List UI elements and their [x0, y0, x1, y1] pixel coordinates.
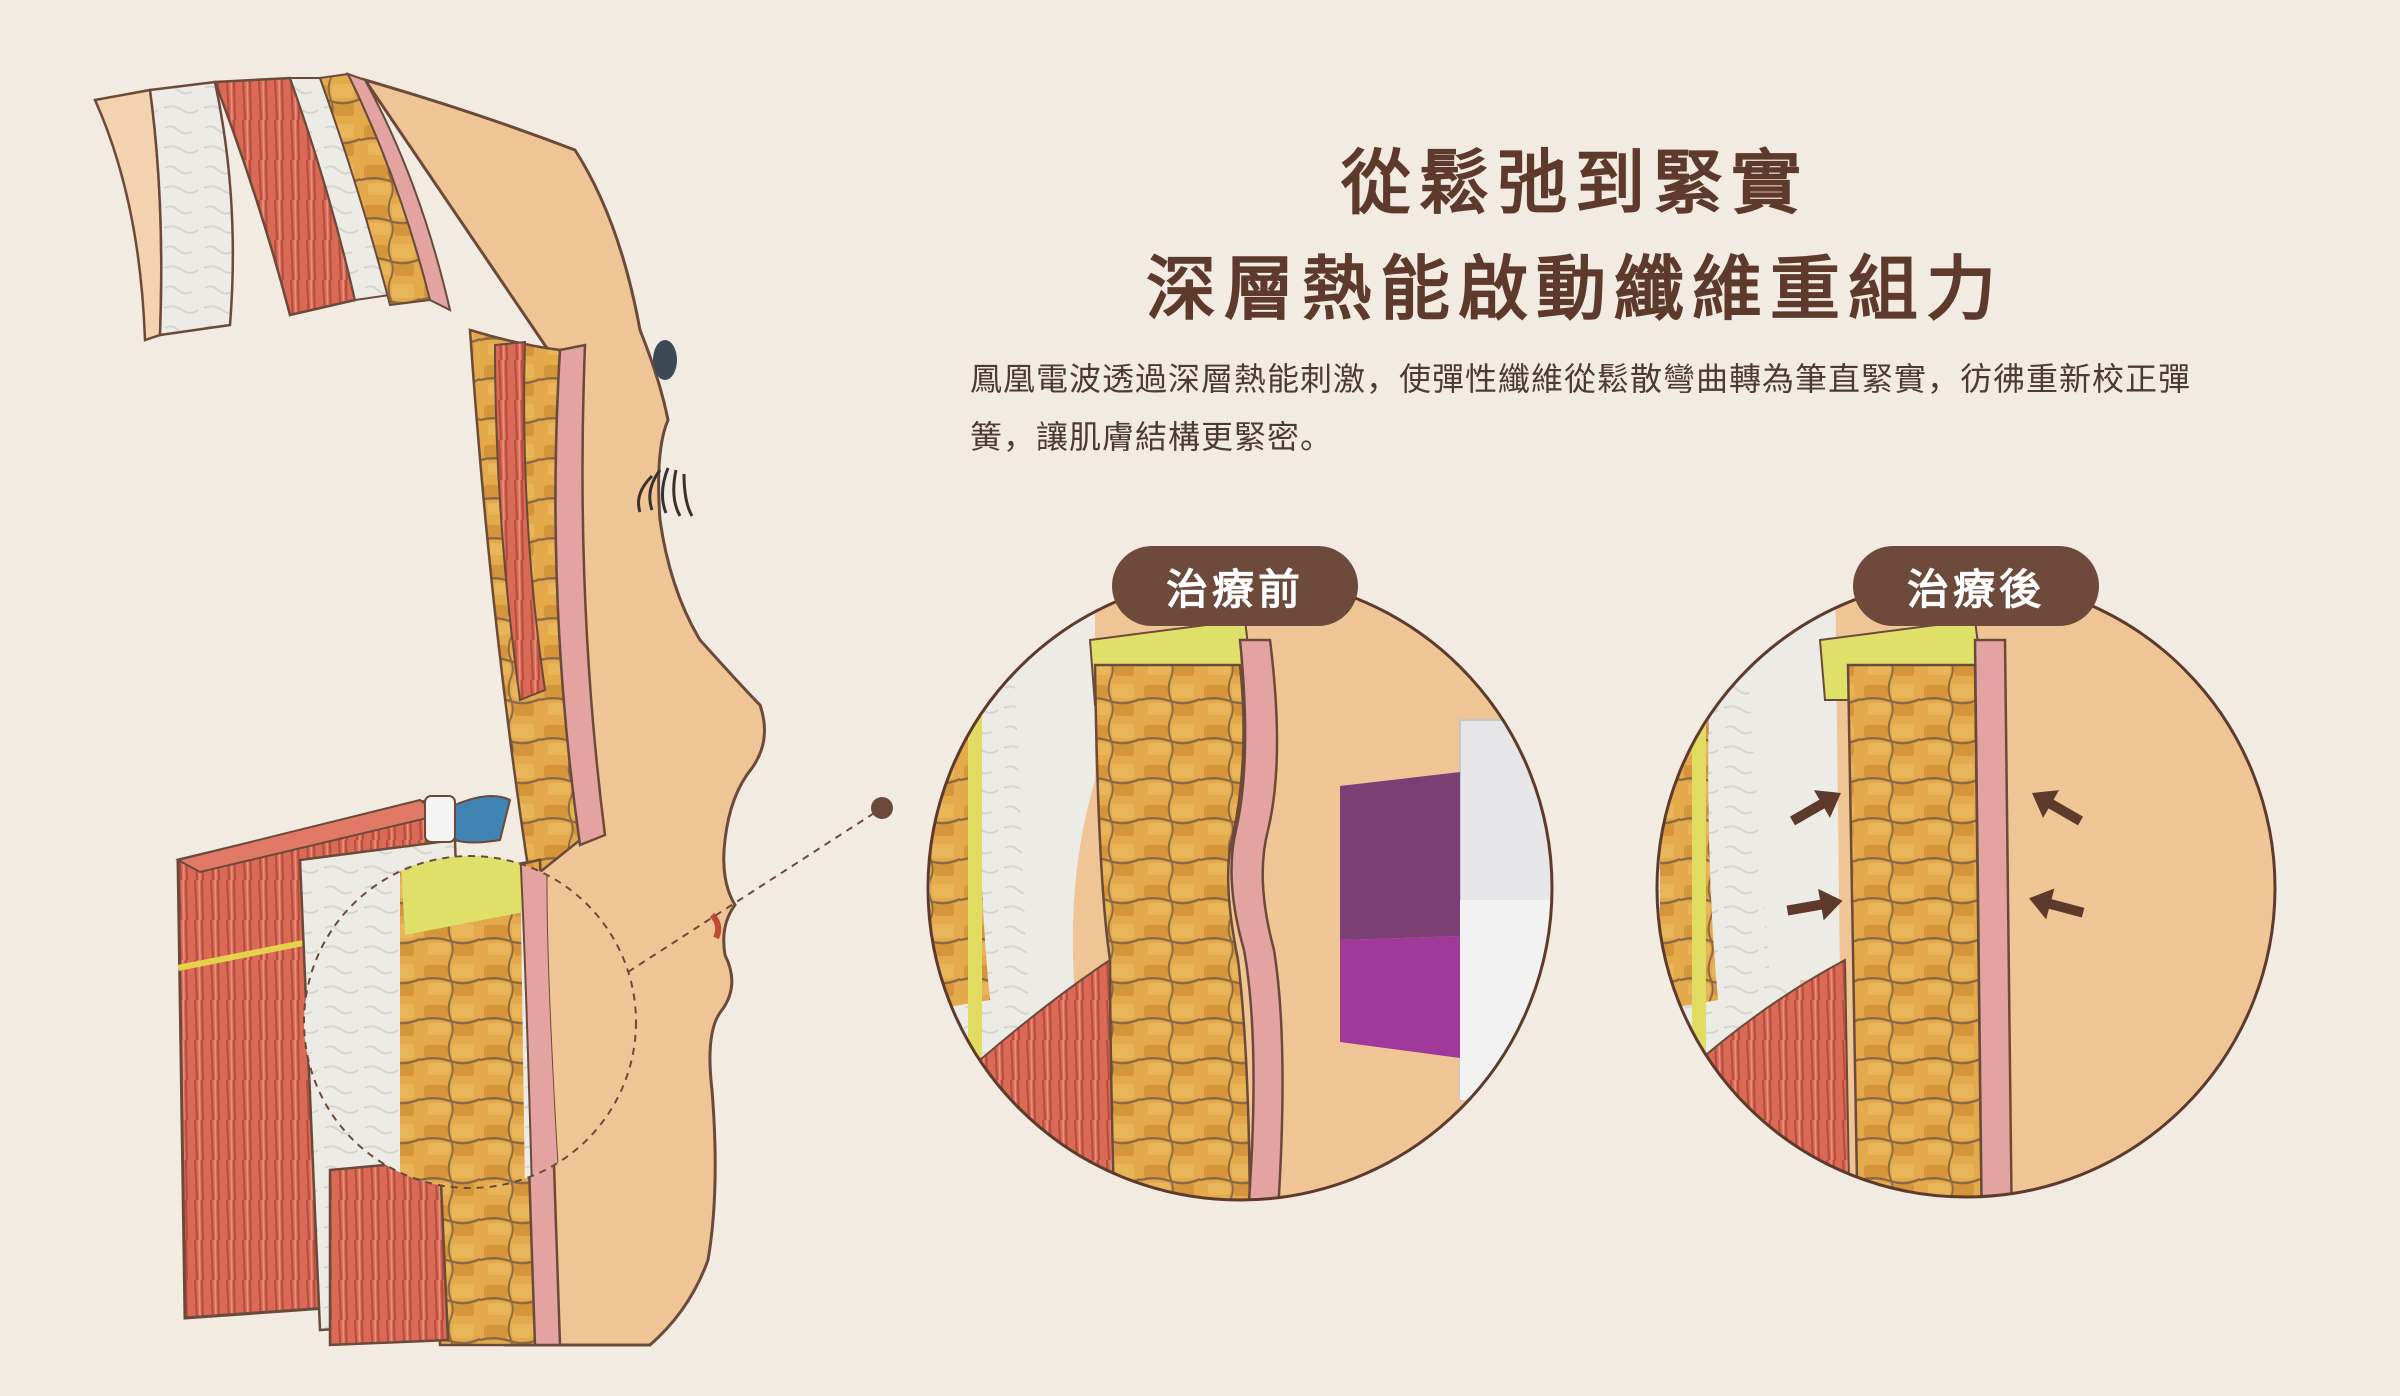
- device-purple-light: [1340, 936, 1460, 1058]
- pointer-line: [627, 807, 883, 973]
- face-cross-section: [93, 72, 766, 1347]
- wall-muscle: [493, 340, 547, 702]
- jaw-muscle-lower: [328, 1158, 450, 1347]
- zoom-highlight-ring: [303, 855, 637, 1189]
- title-block: 從鬆弛到緊實 深層熱能啟動纖維重組力: [1000, 130, 2150, 342]
- compress-arrow-icon: [2032, 790, 2084, 826]
- pointer-dot-icon: [871, 797, 893, 819]
- upper-slab-dermis: [346, 72, 452, 312]
- before-treatment-label: 治療前: [1112, 546, 1358, 626]
- before-fat-column: [1093, 663, 1252, 1200]
- title-line-2: 深層熱能啟動纖維重組力: [1146, 248, 2004, 330]
- after-fat-column: [1846, 663, 1984, 1197]
- description-text: 鳳凰電波透過深層熱能刺激，使彈性纖維從鬆散彎曲轉為筆直緊實，彷彿重新校正彈簧，讓…: [970, 360, 2192, 456]
- after-dermis-straight: [1973, 638, 2014, 1197]
- after-zoom-circle: [1655, 577, 2277, 1199]
- before-zoom-circle: [926, 574, 1554, 1202]
- eyelash-icon: [637, 467, 694, 517]
- device-purple-dark: [1340, 772, 1460, 940]
- wall-dermis: [554, 343, 607, 847]
- upper-slab-skin: [93, 88, 163, 342]
- before-dermis-wavy: [1230, 638, 1284, 1200]
- compress-arrow-icon: [1789, 790, 1841, 826]
- upper-slab-bone: [148, 80, 235, 337]
- compress-arrow-icon: [2029, 888, 2085, 920]
- title-line-1: 從鬆弛到緊實: [1341, 142, 1809, 224]
- after-treatment-label: 治療後: [1853, 546, 2099, 626]
- compress-arrow-icon: [1786, 888, 1843, 921]
